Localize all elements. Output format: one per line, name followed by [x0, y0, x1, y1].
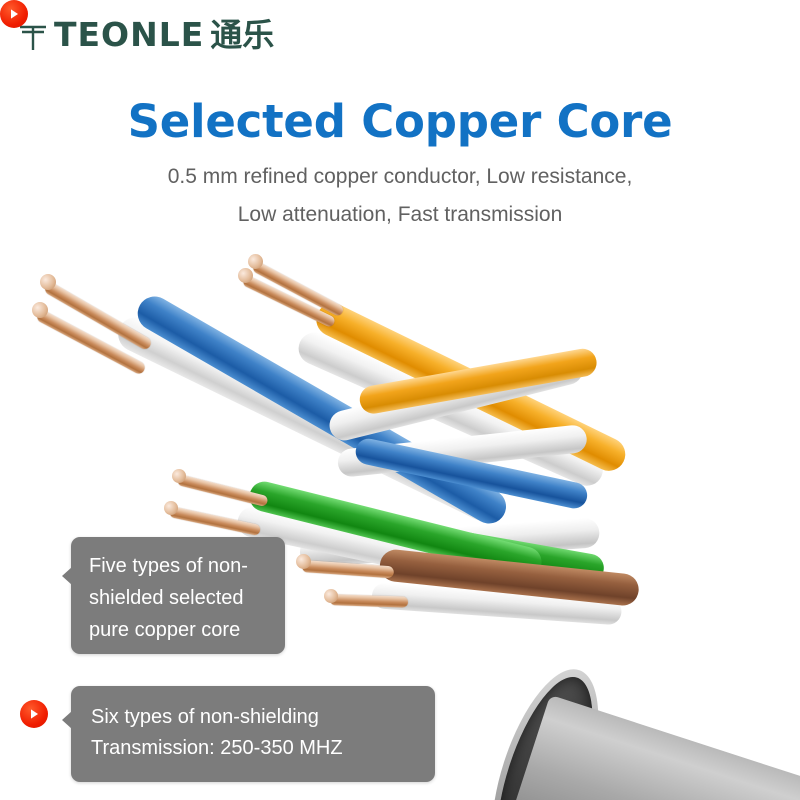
page-title: Selected Copper Core — [127, 95, 673, 148]
callout-2-line-1: Six types of non-shielding — [91, 706, 319, 728]
brown-pair-conductor-2-tip — [324, 589, 338, 603]
orange-pair-conductor-1-tip — [238, 268, 253, 283]
red-play-circle-icon — [27, 707, 41, 721]
callout-1-bullet — [0, 0, 28, 28]
brand-name-chinese: 通乐 — [210, 16, 275, 54]
brand-logo: TEONLE 通乐 — [16, 18, 274, 52]
callout-1-line-3: pure copper core — [89, 619, 241, 641]
callout-2-line-2: Transmission: 250-350 MHZ — [91, 737, 343, 759]
blue-pair-conductor-2-tip — [32, 302, 48, 318]
green-pair-conductor-1-tip — [172, 469, 186, 483]
callout-2-bullet — [20, 700, 48, 728]
brown-pair-conductor-1-tip — [296, 554, 311, 569]
green-pair-conductor-2-tip — [164, 501, 178, 515]
brown-pair-conductor-2 — [329, 594, 409, 608]
teonle-wheat-mark-icon — [16, 18, 50, 52]
product-photo — [0, 238, 800, 800]
red-play-circle-icon — [7, 7, 21, 21]
page-subtitle-line-1: 0.5 mm refined copper conductor, Low res… — [167, 165, 633, 188]
callout-2: Six types of non-shielding Transmission:… — [62, 686, 435, 782]
callout-1-line-1: Five types of non- — [89, 555, 248, 577]
callout-1: Five types of non- shielded selected pur… — [62, 537, 285, 654]
brand-name: TEONLE — [54, 15, 205, 54]
callout-1-line-2: shielded selected — [89, 587, 244, 609]
orange-pair-conductor-2-tip — [248, 254, 263, 269]
page-subtitle-line-2: Low attenuation, Fast transmission — [237, 203, 563, 226]
page-subtitle: 0.5 mm refined copper conductor, Low res… — [0, 158, 800, 234]
blue-pair-conductor-1-tip — [40, 274, 56, 290]
